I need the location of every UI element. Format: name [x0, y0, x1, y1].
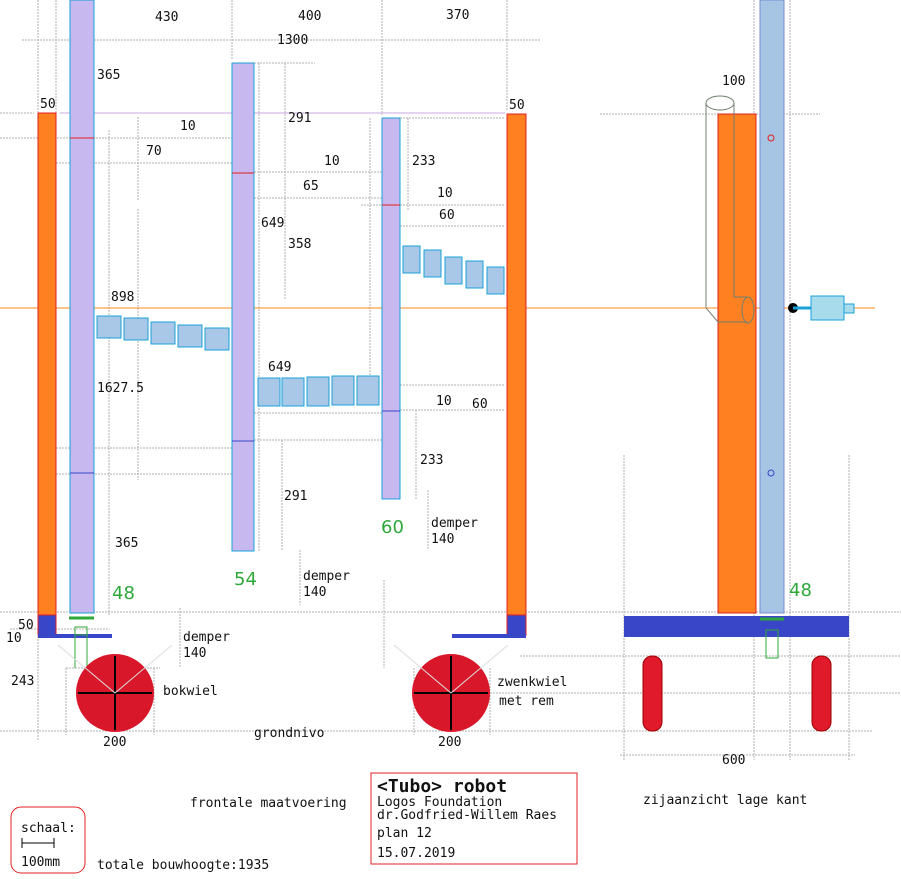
dim-649-a: 649 — [261, 216, 284, 231]
dim-898: 898 — [111, 290, 134, 305]
dimension-labels: 430 400 370 1300 50 50 365 10 70 291 10 … — [6, 8, 812, 873]
dim-365-bottom: 365 — [115, 536, 138, 551]
dim-1300: 1300 — [277, 33, 308, 48]
bokwiel-wheel — [57, 644, 173, 732]
dim-50-right: 50 — [509, 98, 525, 113]
side-wheel-right — [811, 655, 832, 732]
side-caption: zijaanzicht lage kant — [643, 793, 807, 808]
drawing-date: 15.07.2019 — [377, 846, 455, 861]
dim-291-top: 291 — [288, 111, 311, 126]
dim-200-a: 200 — [103, 735, 126, 750]
right-base-plate — [452, 634, 526, 638]
dim-70: 70 — [146, 144, 162, 159]
scale-box: schaal: 100mm — [10, 806, 86, 874]
side-wheel-left — [642, 655, 663, 732]
dim-50-left: 50 — [40, 97, 56, 112]
tube-48 — [69, 0, 95, 614]
organization: Logos Foundation — [377, 795, 502, 810]
dim-200-b: 200 — [438, 735, 461, 750]
side-tube-48-label: 48 — [789, 580, 812, 601]
left-frame-post — [37, 112, 57, 616]
dim-291-bottom: 291 — [284, 489, 307, 504]
right-frame-foot — [506, 614, 527, 636]
dim-100: 100 — [722, 74, 745, 89]
dim-370: 370 — [446, 8, 469, 23]
dim-243: 243 — [11, 674, 34, 689]
grondnivo-label: grondnivo — [254, 726, 324, 741]
demper-value-3: 140 — [183, 646, 206, 661]
dim-50-base: 50 — [18, 618, 34, 633]
dim-60-b: 60 — [472, 397, 488, 412]
tube-60 — [381, 117, 401, 500]
bokwiel-label: bokwiel — [163, 684, 218, 699]
side-cylinder — [705, 95, 755, 324]
dim-10-c: 10 — [437, 186, 453, 201]
damper-symbol — [69, 616, 94, 668]
tube-60-label: 60 — [381, 517, 404, 538]
side-damper-symbol — [760, 617, 784, 659]
beater-row-1 — [96, 315, 230, 351]
right-frame-post — [506, 113, 527, 616]
met-rem-label: met rem — [499, 694, 554, 709]
demper-label-3: demper — [183, 630, 230, 645]
total-height-label: totale bouwhoogte:1935 — [97, 858, 269, 873]
demper-label-1: demper — [431, 516, 478, 531]
demper-value-2: 140 — [303, 585, 326, 600]
side-base-plate — [624, 616, 849, 637]
side-tube-48 — [759, 0, 785, 614]
dim-649-b: 649 — [268, 360, 291, 375]
solenoid-icon — [810, 295, 845, 321]
dim-430: 430 — [155, 10, 178, 25]
dim-358: 358 — [288, 237, 311, 252]
tube-48-label: 48 — [112, 583, 135, 604]
dim-65: 65 — [303, 179, 319, 194]
scale-value: 100mm — [21, 855, 60, 870]
demper-value-1: 140 — [431, 532, 454, 547]
dim-233-bottom: 233 — [420, 453, 443, 468]
beater-row-3 — [402, 245, 505, 295]
demper-label-2: demper — [303, 569, 350, 584]
scale-label: schaal: — [21, 821, 76, 836]
dim-10-b: 10 — [324, 154, 340, 169]
tube-54 — [231, 62, 255, 552]
title-block: <Tubo> robot Logos Foundation dr.Godfrie… — [370, 772, 578, 865]
dim-10-a: 10 — [180, 119, 196, 134]
side-frame-post — [717, 113, 757, 614]
dim-365-top: 365 — [97, 68, 120, 83]
dim-400: 400 — [298, 9, 321, 24]
dim-10-base: 10 — [6, 631, 22, 646]
author: dr.Godfried-Willem Raes — [377, 808, 557, 823]
beater-row-2 — [257, 375, 380, 407]
dimension-lines — [0, 0, 901, 760]
dim-600: 600 — [722, 753, 745, 768]
zwenkwiel-wheel — [393, 644, 509, 732]
left-frame-foot — [37, 614, 57, 636]
drawing-title: <Tubo> robot — [377, 776, 507, 797]
dim-1627-5: 1627.5 — [97, 381, 144, 396]
zwenkwiel-label: zwenkwiel — [497, 675, 567, 690]
plan-number: plan 12 — [377, 826, 432, 841]
dim-10-d: 10 — [436, 394, 452, 409]
tube-54-label: 54 — [234, 569, 257, 590]
dim-60-a: 60 — [439, 208, 455, 223]
front-caption: frontale maatvoering — [190, 796, 347, 811]
dim-233-top: 233 — [412, 154, 435, 169]
